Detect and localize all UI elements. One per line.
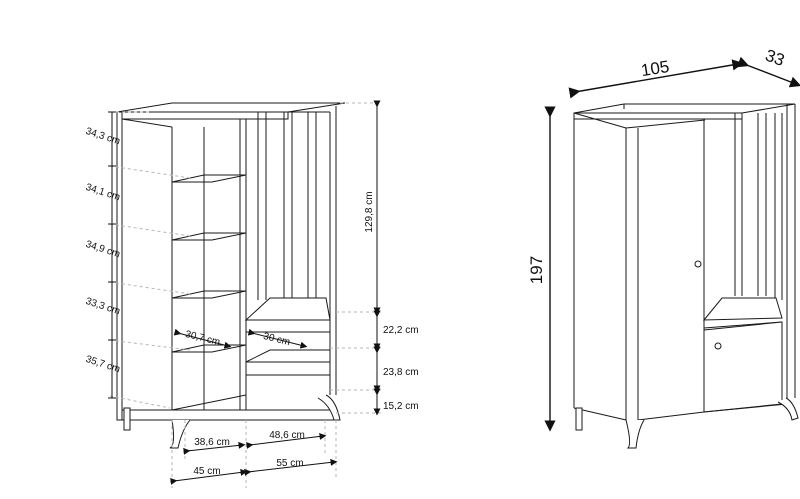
section-height-3: 15,2 cm: [383, 401, 419, 412]
section-height-1: 22,2 cm: [383, 325, 419, 336]
open-wardrobe-drawing: [116, 102, 346, 449]
right-labels: 105 33 197: [527, 46, 787, 285]
shelf-height-4: 33,3 cm: [84, 296, 121, 317]
height-label: 197: [527, 256, 546, 284]
shelf-height-3: 34,9 cm: [84, 239, 121, 260]
width-label: 105: [640, 57, 671, 80]
shelf-height-2: 34,1 cm: [84, 182, 121, 203]
closed-wardrobe-drawing: [573, 103, 799, 449]
depth-right-label: 30 cm: [262, 331, 291, 348]
outer-width-right-label: 55 cm: [276, 458, 303, 469]
shelf-height-1: 34,3 cm: [84, 126, 121, 147]
hanging-height-label: 129,8 cm: [364, 191, 375, 232]
inner-width-left-label: 38,6 cm: [194, 437, 230, 448]
outer-width-left-label: 45 cm: [193, 466, 220, 477]
left-dimension-arrows: [108, 100, 381, 485]
section-height-2: 23,8 cm: [383, 367, 419, 378]
left-labels: 34,3 cm 34,1 cm 34,9 cm 33,3 cm 35,7 cm …: [84, 126, 418, 477]
shelf-height-5: 35,7 cm: [84, 354, 121, 375]
inner-width-right-label: 48,6 cm: [269, 430, 305, 441]
right-dimension-arrows: [544, 56, 800, 432]
depth-label: 33: [763, 46, 787, 70]
